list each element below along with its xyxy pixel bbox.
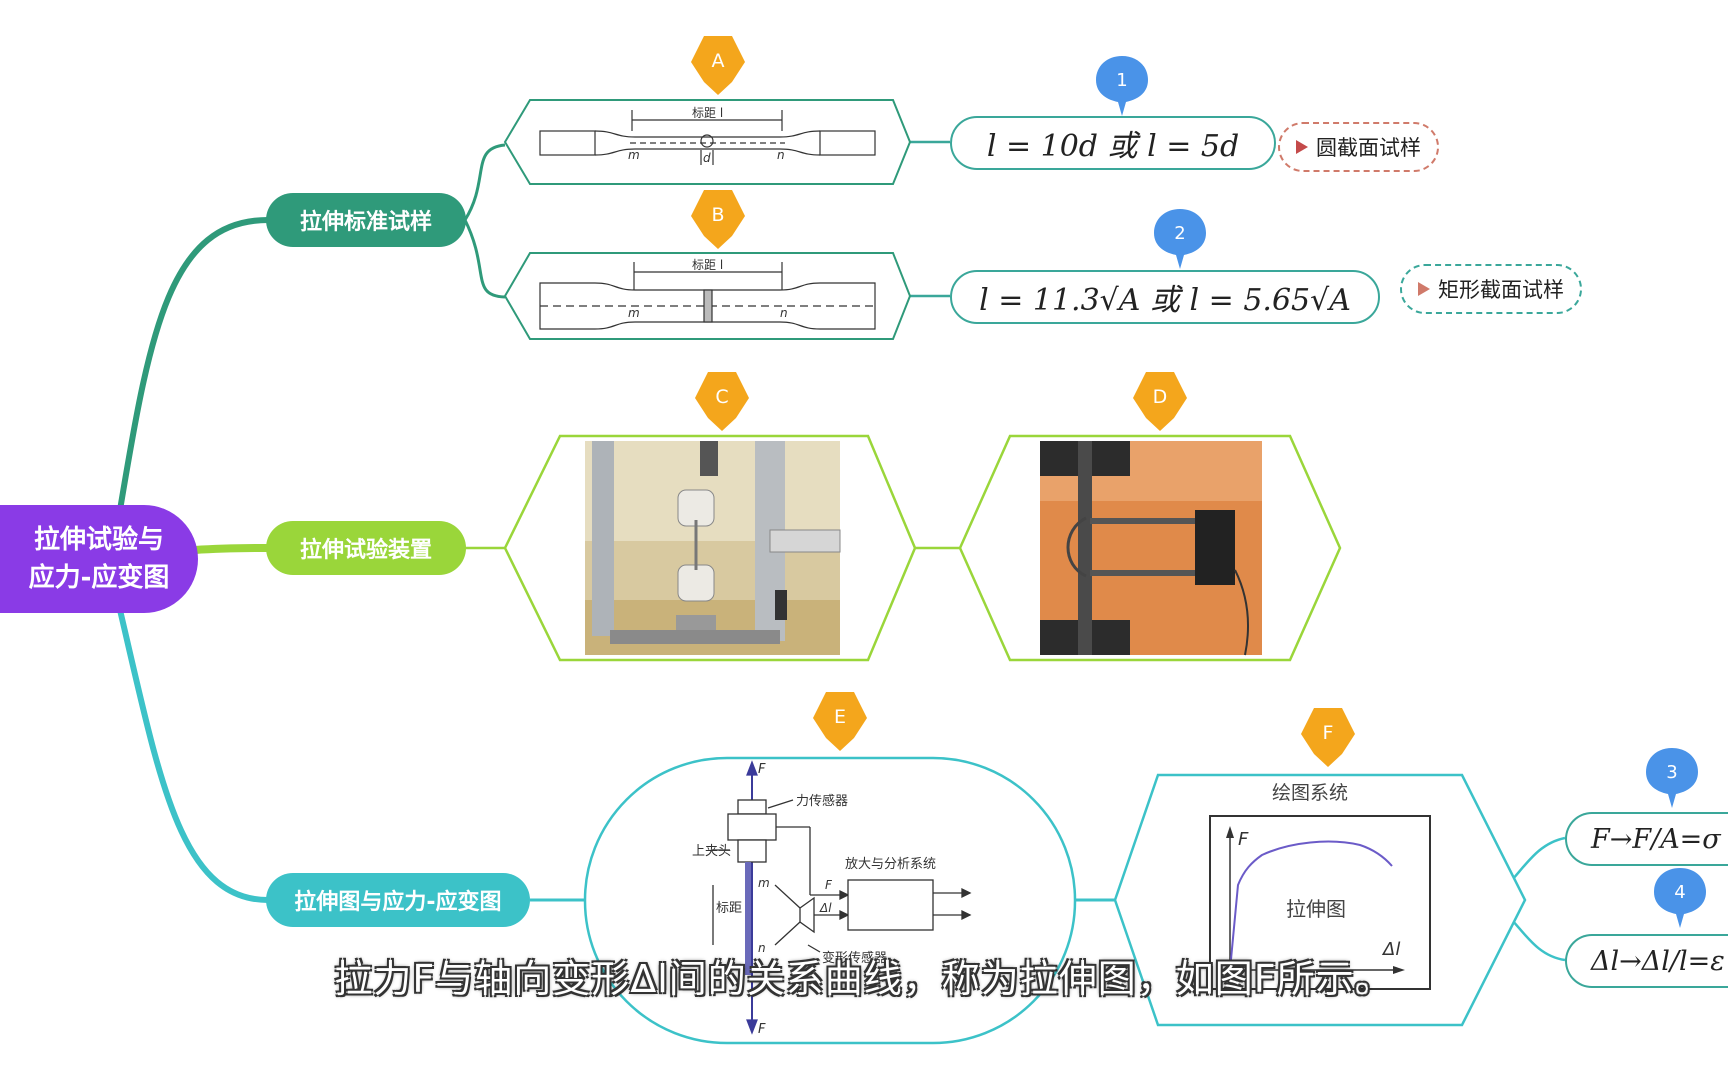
tag-rect-section[interactable]: 矩形截面试样	[1400, 264, 1582, 314]
specimen-a-gauge-label: 标距 l	[692, 106, 723, 120]
pin-3: 3	[1646, 748, 1698, 808]
formula-strain[interactable]: Δl→Δl/l=ε	[1565, 934, 1728, 988]
pin-1: 1	[1096, 56, 1148, 116]
specimen-a-d: d	[703, 151, 711, 165]
formula-stress[interactable]: F→F/A=σ	[1565, 812, 1728, 866]
schematic-deform-sensor: 变形传感器	[822, 950, 887, 966]
pin-4: 4	[1654, 868, 1706, 928]
schematic-f-bottom: F	[758, 1022, 766, 1037]
specimen-a-sketch	[539, 110, 876, 165]
connector-root-specimen	[117, 217, 269, 511]
marker-e: E	[813, 692, 867, 751]
pin-3-label: 3	[1666, 762, 1677, 783]
specimen-b-n: n	[780, 306, 788, 320]
root-line2: 应力-应变图	[28, 563, 170, 593]
connector-specimen-b	[463, 219, 506, 299]
connector-root-diagram	[117, 609, 269, 903]
root-line1: 拉伸试验与	[33, 525, 164, 555]
connector-root-apparatus	[194, 544, 269, 554]
marker-f-label: F	[1323, 722, 1334, 744]
plot-title: 绘图系统	[1272, 782, 1348, 804]
schematic-gauge: 标距	[716, 901, 742, 916]
specimen-b-sketch	[539, 262, 876, 330]
plot-frame	[1209, 815, 1431, 990]
tag-rect-label: 矩形截面试样	[1438, 278, 1564, 302]
marker-a-label: A	[712, 50, 725, 72]
specimen-a-n: n	[777, 148, 785, 162]
marker-b-label: B	[711, 204, 724, 226]
specimen-b-gauge-label: 标距 l	[692, 258, 723, 272]
pin-2-label: 2	[1174, 223, 1185, 244]
node-a-frame[interactable]	[503, 99, 912, 185]
branch-apparatus[interactable]: 拉伸试验装置	[266, 521, 466, 575]
schematic-apparatus	[712, 760, 972, 1035]
flag-icon	[1296, 140, 1308, 154]
formula-rect[interactable]: l = 11.3√A 或 l = 5.65√A	[950, 270, 1380, 324]
specimen-b-m: m	[628, 306, 640, 320]
marker-e-label: E	[834, 706, 846, 728]
pin-1-label: 1	[1116, 70, 1127, 91]
schematic-f-top: F	[758, 762, 766, 777]
pin-4-label: 4	[1674, 882, 1685, 903]
video-subtitle: 拉力F与轴向变形Δl间的关系曲线，称为拉伸图，如图F所示。	[334, 957, 1394, 1001]
schematic-force-sensor: 力传感器	[796, 793, 848, 809]
tag-round-section[interactable]: 圆截面试样	[1278, 122, 1439, 172]
node-e-frame[interactable]	[583, 756, 1077, 1045]
tag-round-label: 圆截面试样	[1316, 136, 1421, 160]
schematic-f-arrow: F	[825, 878, 833, 892]
flag-icon	[1418, 282, 1430, 296]
schematic-amp-system: 放大与分析系统	[845, 857, 936, 872]
connector-specimen-a	[463, 143, 506, 221]
marker-c: C	[695, 372, 749, 431]
marker-d-label: D	[1153, 386, 1168, 408]
branch-diagram[interactable]: 拉伸图与应力-应变图	[266, 873, 530, 927]
marker-f: F	[1301, 708, 1355, 767]
schematic-n: n	[758, 941, 766, 955]
marker-c-label: C	[715, 386, 728, 408]
marker-d: D	[1133, 372, 1187, 431]
schematic-dl-arrow: Δl	[819, 901, 832, 915]
specimen-a-m: m	[628, 148, 640, 162]
plot-ylabel: F	[1238, 829, 1249, 850]
root-node[interactable]: 拉伸试验与 应力-应变图	[0, 505, 198, 613]
pin-2: 2	[1154, 209, 1206, 269]
schematic-m: m	[758, 876, 770, 890]
photo-extensometer	[1040, 441, 1262, 656]
plot-curve	[1229, 840, 1393, 971]
photo-testing-machine	[585, 441, 841, 655]
marker-b: B	[691, 190, 745, 249]
plot-y-arrow	[1226, 826, 1234, 838]
plot-x-arrow	[1393, 966, 1405, 974]
schematic-upper-clamp: 上夹头	[692, 844, 731, 859]
marker-a: A	[691, 36, 745, 95]
formula-round[interactable]: l = 10d 或 l = 5d	[950, 116, 1276, 170]
plot-caption: 拉伸图	[1286, 897, 1346, 921]
plot-xlabel: Δl	[1381, 939, 1400, 960]
branch-specimen[interactable]: 拉伸标准试样	[266, 193, 466, 247]
